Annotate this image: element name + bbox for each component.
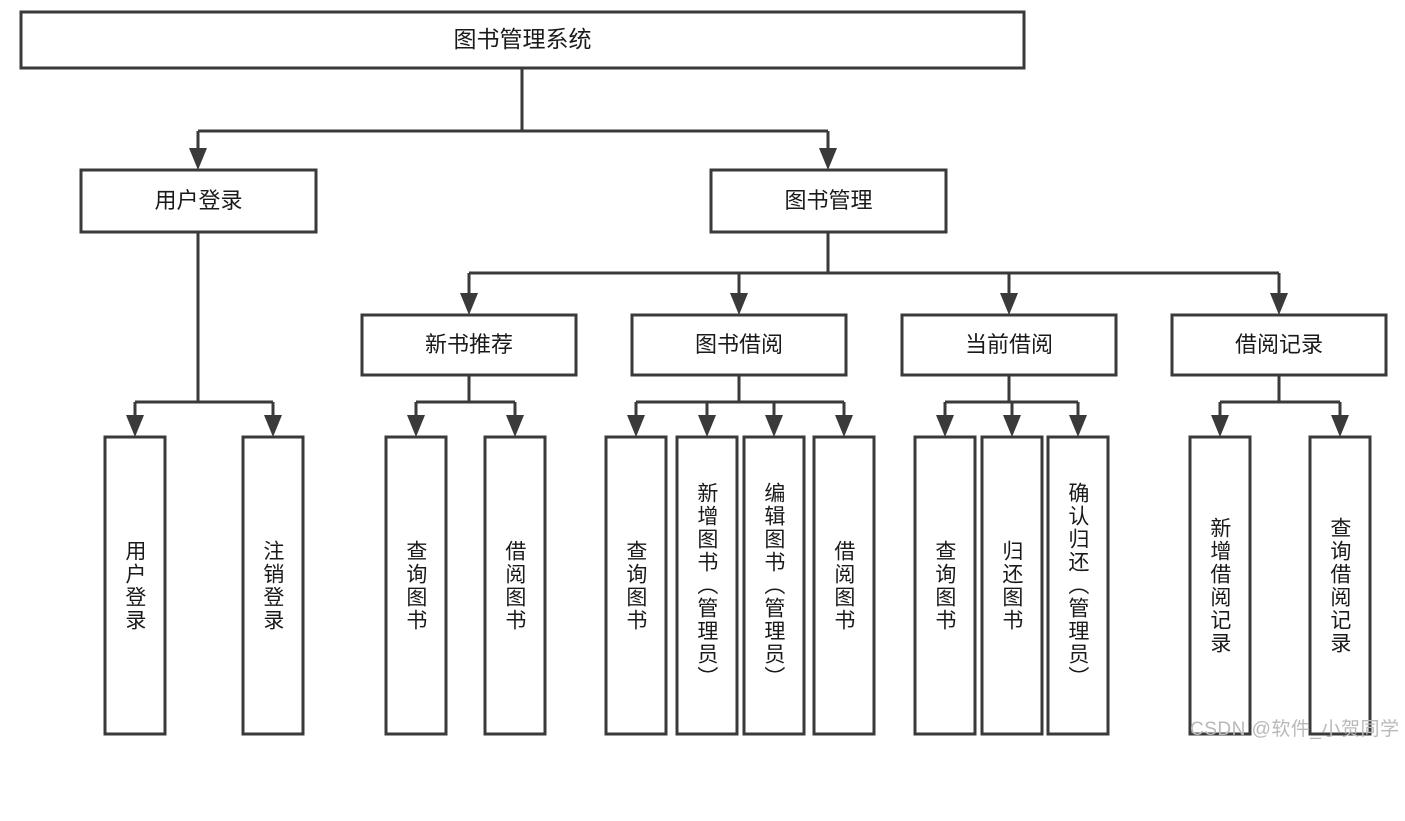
new-book-recommend-to-leaves-arrow-icon-1 bbox=[506, 415, 524, 437]
book-manage-to-level3-arrow-icon-2 bbox=[1000, 293, 1018, 315]
borrow-record-to-leaves-arrow-icon-0 bbox=[1211, 415, 1229, 437]
node-book-manage-box[interactable] bbox=[709, 168, 948, 234]
book-borrow-to-leaves-arrow-icon-3 bbox=[835, 415, 853, 437]
current-borrow-to-leaves-arrow-icon-1 bbox=[1003, 415, 1021, 437]
csdn-watermark: CSDN @软件_小贺同学 bbox=[1190, 719, 1400, 740]
node-leaf-borrow-book-1-box[interactable] bbox=[483, 435, 547, 736]
root-to-level2-arrow-icon-0 bbox=[189, 148, 207, 170]
node-user-login-label: 用户登录 bbox=[154, 188, 242, 213]
node-leaf-query-book-3-box[interactable] bbox=[913, 435, 977, 736]
user-login-to-leaves-arrow-icon-1 bbox=[264, 415, 282, 437]
current-borrow-to-leaves-arrow-icon-2 bbox=[1069, 415, 1087, 437]
node-box-layer bbox=[19, 10, 1388, 736]
connector-layer bbox=[126, 68, 1349, 437]
node-root-box[interactable] bbox=[19, 10, 1026, 70]
node-root-label: 图书管理系统 bbox=[454, 26, 592, 52]
book-borrow-to-leaves-arrow-icon-1 bbox=[698, 415, 716, 437]
node-book-borrow-box[interactable] bbox=[630, 313, 848, 377]
book-manage-to-level3-arrow-icon-1 bbox=[730, 293, 748, 315]
node-leaf-add-record-box[interactable] bbox=[1188, 435, 1252, 736]
node-borrow-record-box[interactable] bbox=[1170, 313, 1388, 377]
book-borrow-to-leaves-arrow-icon-0 bbox=[627, 415, 645, 437]
diagram-canvas-root: 图书管理系统用户登录图书管理新书推荐图书借阅当前借阅借阅记录 用户登录注销登录查… bbox=[19, 10, 1400, 740]
root-to-level2-arrow-icon-1 bbox=[819, 148, 837, 170]
node-current-borrow-box[interactable] bbox=[900, 313, 1118, 377]
node-user-login-box[interactable] bbox=[79, 168, 318, 234]
user-login-to-leaves-arrow-icon-0 bbox=[126, 415, 144, 437]
new-book-recommend-to-leaves-arrow-icon-0 bbox=[407, 415, 425, 437]
node-book-manage-label: 图书管理 bbox=[784, 188, 872, 213]
node-leaf-query-book-1-box[interactable] bbox=[384, 435, 448, 736]
node-leaf-query-record-box[interactable] bbox=[1308, 435, 1372, 736]
node-leaf-query-book-2-box[interactable] bbox=[604, 435, 668, 736]
book-manage-to-level3-arrow-icon-0 bbox=[460, 293, 478, 315]
node-new-book-recommend-box[interactable] bbox=[360, 313, 578, 377]
node-book-borrow-label: 图书借阅 bbox=[695, 332, 783, 357]
node-borrow-record-label: 借阅记录 bbox=[1235, 332, 1323, 357]
node-new-book-recommend-label: 新书推荐 bbox=[425, 332, 513, 357]
node-leaf-edit-book-box[interactable] bbox=[742, 435, 806, 736]
node-current-borrow-label: 当前借阅 bbox=[965, 332, 1053, 357]
book-manage-to-level3-arrow-icon-3 bbox=[1270, 293, 1288, 315]
node-leaf-return-book-box[interactable] bbox=[980, 435, 1044, 736]
borrow-record-to-leaves-arrow-icon-1 bbox=[1331, 415, 1349, 437]
node-leaf-user-login-box[interactable] bbox=[103, 435, 167, 736]
node-leaf-add-book-box[interactable] bbox=[675, 435, 739, 736]
node-leaf-borrow-book-2-box[interactable] bbox=[812, 435, 876, 736]
node-leaf-confirm-return-box[interactable] bbox=[1046, 435, 1110, 736]
book-borrow-to-leaves-arrow-icon-2 bbox=[765, 415, 783, 437]
node-leaf-logout-box[interactable] bbox=[241, 435, 305, 736]
current-borrow-to-leaves-arrow-icon-0 bbox=[936, 415, 954, 437]
